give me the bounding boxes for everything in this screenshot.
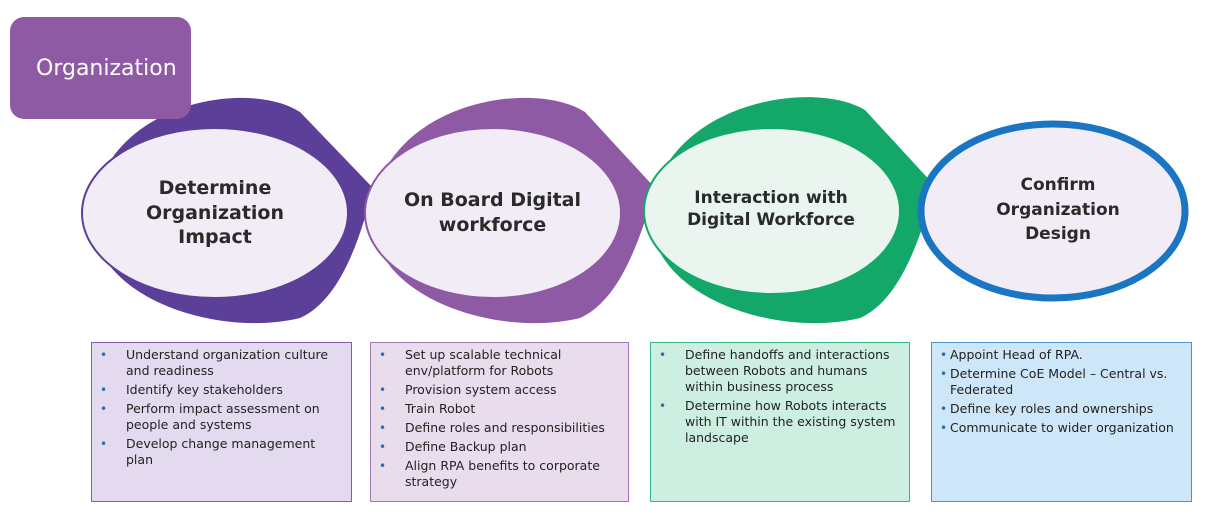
stage-4-shape — [917, 120, 1189, 302]
stage-3-title: Interaction with Digital Workforce — [666, 187, 876, 231]
list-item: Develop change management plan — [98, 436, 345, 468]
stage-4-title: Confirm Organization Design — [958, 173, 1158, 247]
list-item: Define roles and responsibilities — [377, 420, 622, 436]
list-item: Define key roles and ownerships — [938, 401, 1185, 417]
list-item: Align RPA benefits to corporate strategy — [377, 458, 622, 490]
stage-2-panel: Set up scalable technical env/platform f… — [370, 342, 629, 502]
list-item: Identify key stakeholders — [98, 382, 345, 398]
stage-1-title-line: Organization — [145, 201, 285, 224]
stage-4-title-line: Confirm — [1020, 175, 1096, 195]
stage-3-ellipse — [643, 127, 901, 295]
stage-1-list: Understand organization culture and read… — [98, 347, 345, 468]
list-item: Communicate to wider organization — [938, 420, 1185, 436]
stage-3-panel: Define handoffs and interactions between… — [650, 342, 910, 502]
list-item: Understand organization culture and read… — [98, 347, 345, 379]
stage-1-shape — [81, 97, 373, 324]
stage-2-ellipse — [364, 127, 622, 299]
organization-title: Organization — [36, 56, 177, 81]
organization-title-box — [10, 17, 191, 119]
stage-1-ellipse — [81, 127, 349, 299]
stage-3-title-line: Digital Workforce — [687, 210, 855, 231]
stage-3-list: Define handoffs and interactions between… — [657, 347, 903, 446]
stage-2-title-line: On Board Digital — [403, 189, 582, 211]
stage-3-shape — [643, 97, 935, 324]
stage-4-title-line: Design — [1025, 224, 1091, 245]
stage-1-title: Determine Organization Impact — [110, 176, 320, 250]
list-item: Appoint Head of RPA. — [938, 347, 1185, 363]
list-item: Set up scalable technical env/platform f… — [377, 347, 622, 379]
list-item: Define Backup plan — [377, 439, 622, 455]
list-item: Train Robot — [377, 401, 622, 417]
stage-4-title-line: Organization — [996, 199, 1120, 220]
list-item: Determine CoE Model – Central vs. Federa… — [938, 366, 1185, 398]
list-item: Provision system access — [377, 382, 622, 398]
stage-3-title-line: Interaction with — [694, 188, 848, 208]
stage-1-title-line: Determine — [158, 177, 272, 199]
stage-1-title-line: Impact — [178, 226, 252, 249]
list-item: Determine how Robots interacts with IT w… — [657, 398, 903, 446]
stage-4-list: Appoint Head of RPA. Determine CoE Model… — [938, 347, 1185, 436]
stage-1-panel: Understand organization culture and read… — [91, 342, 352, 502]
list-item: Perform impact assessment on people and … — [98, 401, 345, 433]
stage-4-ellipse — [917, 120, 1189, 302]
stage-2-title-line: workforce — [438, 213, 547, 236]
stage-2-shape — [364, 97, 655, 324]
stage-4-panel: Appoint Head of RPA. Determine CoE Model… — [931, 342, 1192, 502]
list-item: Define handoffs and interactions between… — [657, 347, 903, 395]
stage-2-title: On Board Digital workforce — [385, 188, 600, 237]
stage-2-list: Set up scalable technical env/platform f… — [377, 347, 622, 490]
